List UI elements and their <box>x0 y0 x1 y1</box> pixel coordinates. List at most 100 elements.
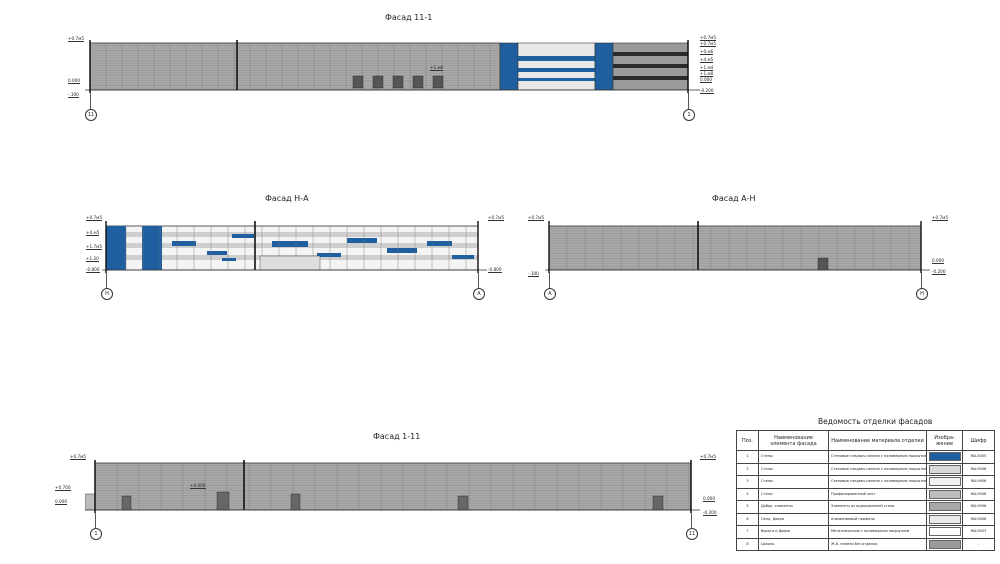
facade-n-a-drawing <box>102 221 487 273</box>
finish-swatch <box>929 477 961 487</box>
column-header: Наименование материала отделки <box>828 430 927 451</box>
color-swatch <box>926 462 963 476</box>
level-mark: -0.200 <box>700 88 714 94</box>
material-cell: Стеновые сэндвич-панели с полимерным пок… <box>828 450 927 464</box>
level-mark: 0.000 <box>932 258 944 264</box>
element-cell: Цоколь <box>758 537 829 551</box>
code-cell: RAL9006 <box>962 462 995 476</box>
position-cell: 4 <box>736 487 759 501</box>
code-cell: RAL9006 <box>962 487 995 501</box>
finish-swatch <box>929 464 961 474</box>
position-cell: 6 <box>736 512 759 526</box>
level-mark: -0.800 <box>86 267 100 273</box>
level-mark: +4.м5 <box>700 57 714 63</box>
color-swatch <box>926 475 963 489</box>
level-mark: 0.000 <box>703 496 715 502</box>
level-mark: +0.7м5 <box>700 454 716 460</box>
facade-11-1-drawing <box>85 40 700 93</box>
position-cell: 5 <box>736 500 759 514</box>
code-cell: RAL9006 <box>962 500 995 514</box>
code-cell: RAL9006 <box>962 475 995 489</box>
position-cell: 7 <box>736 525 759 539</box>
level-mark: +1.7м5 <box>86 244 102 250</box>
axis-marker: 1 <box>683 109 695 121</box>
element-cell: Стены <box>758 450 829 464</box>
element-cell: Стены <box>758 475 829 489</box>
level-mark: 0.000 <box>700 77 712 83</box>
material-cell: Профилированный лист <box>828 487 927 501</box>
level-mark: -0.200 <box>932 269 946 275</box>
color-swatch <box>926 512 963 526</box>
axis-marker: А <box>473 288 485 300</box>
code-cell: RAL9006 <box>962 512 995 526</box>
axis-marker: 11 <box>85 109 97 121</box>
level-mark: +0.700 <box>55 485 71 491</box>
element-cell: Окна, Двери <box>758 512 829 526</box>
material-cell: Алюминиевый профиль <box>828 512 927 526</box>
position-cell: 1 <box>736 450 759 464</box>
level-mark: +0.7м5 <box>70 454 86 460</box>
level-mark: -0.200 <box>703 510 717 516</box>
level-mark: 0.000 <box>68 78 80 84</box>
material-cell: Ж.б. панели без отделки <box>828 537 927 551</box>
color-swatch <box>926 500 963 514</box>
level-mark: +1.20 <box>86 256 99 262</box>
level-mark: +1.м0 <box>430 65 444 71</box>
axis-marker: 1 <box>90 528 102 540</box>
axis-marker: Н <box>916 288 928 300</box>
position-cell: 2 <box>736 462 759 476</box>
position-cell: 3 <box>736 475 759 489</box>
column-header: Поз. <box>736 430 759 451</box>
level-mark: 0.000 <box>55 499 67 505</box>
position-cell: 8 <box>736 537 759 551</box>
level-mark: +0.000 <box>190 483 206 489</box>
level-mark: +0.7м5 <box>488 215 504 221</box>
column-header: Изобра-жение <box>926 430 963 451</box>
material-cell: Стеновые сэндвич-панели с полимерным пок… <box>828 462 927 476</box>
level-mark: +0.7м5 <box>700 35 716 41</box>
axis-marker: 11 <box>686 528 698 540</box>
schedule-title: Ведомость отделки фасадов <box>818 417 933 426</box>
level-mark: -0.800 <box>488 267 502 273</box>
level-mark: +1.м4 <box>700 65 714 71</box>
column-header: Наименование элемента фасада <box>758 430 829 451</box>
element-cell: Стены <box>758 487 829 501</box>
level-mark: -.100 <box>68 92 79 98</box>
finish-swatch <box>929 539 961 549</box>
color-swatch <box>926 525 963 539</box>
finish-swatch <box>929 489 961 499</box>
axis-marker: Н <box>101 288 113 300</box>
level-mark: -.100 <box>528 271 539 277</box>
color-swatch <box>926 537 963 551</box>
finish-swatch <box>929 452 961 462</box>
material-cell: Металлические с полимерным покрытием <box>828 525 927 539</box>
column-header: Шифр <box>962 430 995 451</box>
facade-a-n-drawing <box>545 221 930 273</box>
level-mark: +0.7м5 <box>932 215 948 221</box>
level-mark: +1.м0 <box>700 71 714 77</box>
element-cell: Стены <box>758 462 829 476</box>
level-mark: +0.7м5 <box>68 36 84 42</box>
finish-swatch <box>929 502 961 512</box>
level-mark: +0.7м5 <box>700 41 716 47</box>
table-header-row: Поз. Наименование элемента фасада Наимен… <box>736 430 995 451</box>
code-cell: RAL9003 <box>962 525 995 539</box>
finish-swatch <box>929 527 961 537</box>
level-mark: +0.м6 <box>700 49 714 55</box>
element-cell: Добор. элементы <box>758 500 829 514</box>
color-swatch <box>926 450 963 464</box>
code-cell: - <box>962 537 995 551</box>
facade-n-a-title: Фасад Н-А <box>265 194 309 203</box>
element-cell: Ворота и Двери <box>758 525 829 539</box>
material-cell: Элементы из оцинкованной стали <box>828 500 927 514</box>
finish-swatch <box>929 514 961 524</box>
axis-marker: А <box>544 288 556 300</box>
